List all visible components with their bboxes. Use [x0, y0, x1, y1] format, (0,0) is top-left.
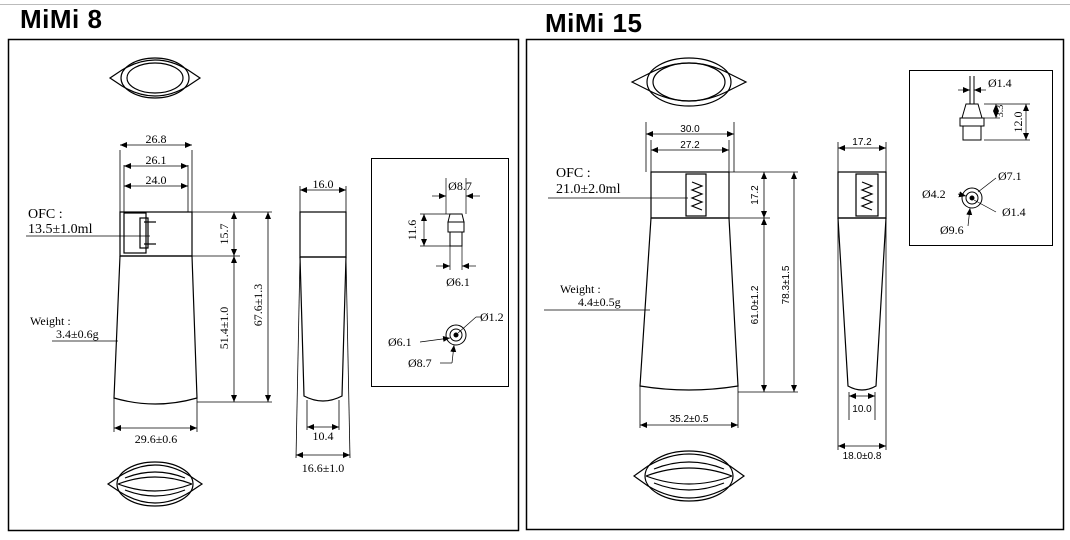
right-ofc-label: OFC : — [556, 166, 591, 181]
left-side-bottle — [299, 211, 347, 402]
right-dim-h-cap: 17.2 — [750, 185, 761, 205]
left-detail-d-inner: Ø6.1 — [388, 335, 412, 349]
left-bottom-view — [106, 461, 204, 507]
right-dim-w-top1: 30.0 — [680, 124, 700, 135]
left-dim-side-width: 16.6±1.0 — [302, 461, 345, 475]
left-dim-side-top: 16.0 — [313, 177, 334, 191]
left-dim-h-body: 51.4±1.0 — [217, 307, 231, 350]
left-dim-h-cap: 15.7 — [217, 224, 231, 245]
left-detail-d-top: Ø8.7 — [448, 179, 472, 193]
right-side-bottle — [837, 171, 887, 391]
right-detail-h-nozzle: 12.0 — [1011, 112, 1025, 133]
right-nozzle-top-view — [961, 187, 983, 209]
left-ofc-label: OFC : — [28, 207, 63, 222]
right-detail-d-a: Ø7.1 — [998, 169, 1022, 183]
right-detail-frame — [909, 70, 1053, 246]
right-ofc-value: 21.0±2.0ml — [556, 182, 621, 197]
right-dim-h-total: 78.3±1.5 — [781, 265, 792, 304]
left-weight-label: Weight : — [30, 314, 71, 328]
left-detail-d-outer: Ø8.7 — [408, 356, 432, 370]
right-dim-w-bottom: 35.2±0.5 — [670, 414, 709, 425]
left-top-view — [108, 57, 202, 99]
left-nozzle-top-view — [445, 324, 467, 346]
left-nozzle-detail — [447, 213, 465, 247]
right-weight-label: Weight : — [560, 282, 601, 296]
left-dim-side-bottom: 10.4 — [313, 429, 334, 443]
right-detail-d-b: Ø4.2 — [922, 187, 946, 201]
right-title: MiMi 15 — [545, 8, 643, 38]
left-detail-d-hole: Ø1.2 — [480, 310, 504, 324]
left-dim-w-top2: 26.1 — [146, 153, 167, 167]
left-weight-value: 3.4±0.6g — [56, 327, 99, 341]
left-detail-d-nozzle: Ø6.1 — [446, 275, 470, 289]
left-dim-h-total: 67.6±1.3 — [251, 284, 265, 327]
right-dim-w-top2: 27.2 — [680, 140, 700, 151]
right-detail-d-top: Ø1.4 — [988, 76, 1012, 90]
right-weight-value: 4.4±0.5g — [578, 295, 621, 309]
right-front-bottle — [639, 171, 739, 391]
right-dim-side-top: 17.2 — [852, 137, 872, 148]
right-dim-h-body: 61.0±1.2 — [750, 285, 761, 324]
right-dim-side-width: 18.0±0.8 — [843, 451, 882, 462]
left-dim-w-top3: 24.0 — [146, 173, 167, 187]
right-detail-d-c: Ø1.4 — [1002, 205, 1026, 219]
left-title: MiMi 8 — [20, 4, 103, 34]
right-bottom-view — [632, 450, 746, 502]
left-detail-frame — [371, 158, 509, 387]
right-nozzle-detail — [959, 76, 985, 141]
left-ofc-value: 13.5±1.0ml — [28, 222, 93, 237]
left-dim-w-bottom: 29.6±0.6 — [135, 432, 178, 446]
right-detail-h-small: 3.3 — [995, 105, 1006, 118]
left-front-bottle — [113, 211, 198, 405]
right-top-view — [630, 57, 748, 107]
left-panel-frame — [7, 38, 520, 532]
left-detail-h-nozzle: 11.6 — [405, 220, 419, 241]
left-dim-w-top1: 26.8 — [146, 132, 167, 146]
right-detail-d-d: Ø9.6 — [940, 223, 964, 237]
right-dim-side-bottom: 10.0 — [852, 404, 872, 415]
right-panel-frame — [525, 38, 1065, 531]
